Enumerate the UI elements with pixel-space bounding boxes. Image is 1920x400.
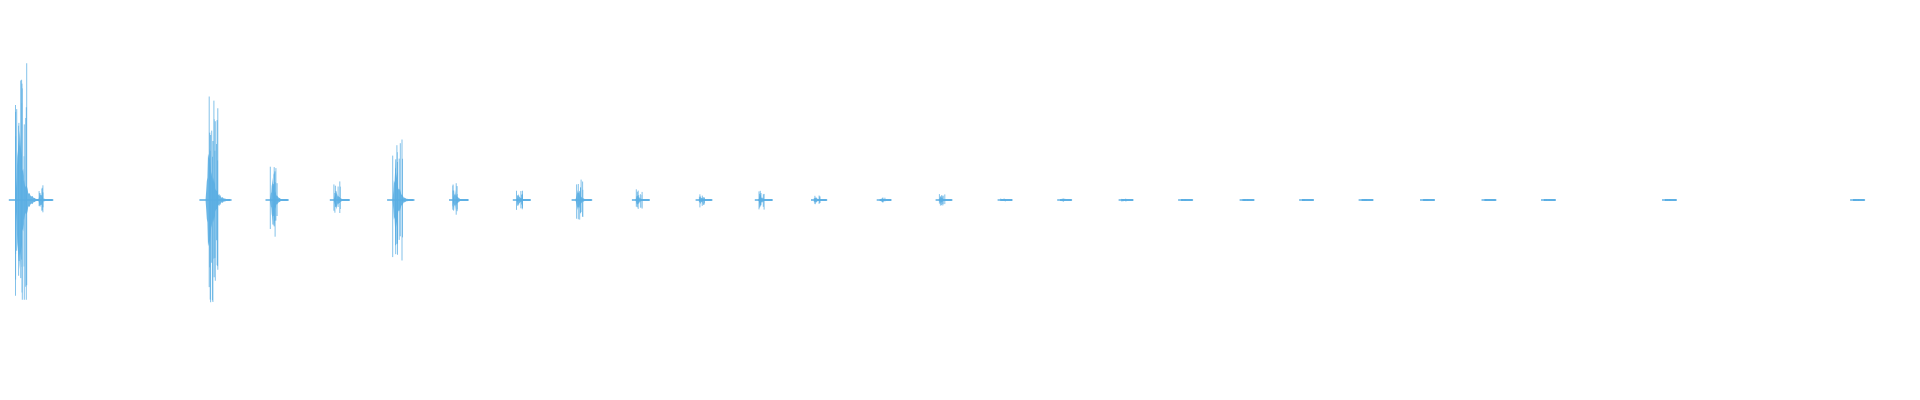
waveform-burst xyxy=(935,194,953,206)
waveform-burst xyxy=(1850,199,1866,201)
waveform-burst xyxy=(1358,199,1374,201)
waveform-burst xyxy=(1481,199,1497,201)
waveform-burst xyxy=(1118,198,1134,202)
waveform-burst xyxy=(34,185,54,213)
waveform-burst xyxy=(329,181,350,213)
waveform-burst xyxy=(1057,198,1073,202)
waveform-burst xyxy=(512,190,531,210)
waveform-burst xyxy=(199,96,232,303)
waveform-burst xyxy=(265,166,289,237)
waveform-burst xyxy=(1662,199,1677,201)
waveform-burst xyxy=(876,197,892,203)
waveform-burst xyxy=(631,189,650,209)
waveform-burst xyxy=(1239,199,1255,201)
waveform-burst xyxy=(1541,199,1556,201)
waveform-burst xyxy=(387,139,415,261)
waveform-burst xyxy=(8,63,43,300)
waveform-burst xyxy=(1299,199,1314,201)
waveform-burst xyxy=(695,194,713,208)
waveform-burst xyxy=(1420,199,1435,201)
waveform-burst xyxy=(811,195,828,205)
waveform-burst xyxy=(571,179,593,220)
waveform-burst xyxy=(754,190,773,210)
waveform-burst xyxy=(1178,199,1194,201)
waveform-burst xyxy=(997,198,1013,202)
waveform-bursts xyxy=(8,63,1866,303)
waveform-burst xyxy=(449,183,469,215)
